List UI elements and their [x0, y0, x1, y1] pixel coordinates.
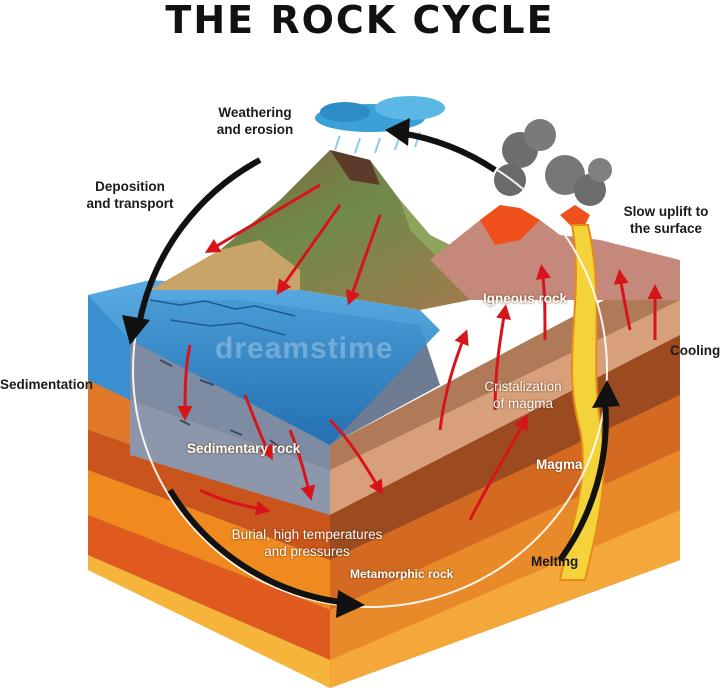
label-igneous-rock: Igneous rock	[483, 291, 568, 306]
label-weathering: Weathering and erosion	[216, 105, 294, 137]
label-sedimentation: Sedimentation	[0, 377, 94, 392]
label-crystalization: Cristalization of magma	[484, 379, 562, 411]
red-arrow-burial	[199, 488, 271, 516]
watermark: dreamstime	[215, 332, 394, 365]
red-arrow-sink-3	[288, 429, 316, 501]
arrow-melting	[557, 399, 609, 562]
arrow-burial-head	[336, 590, 365, 618]
volcano-smoke	[494, 119, 612, 206]
label-melting: Melting	[531, 554, 579, 569]
label-deposition: Deposition and transport	[86, 179, 174, 211]
label-sedimentary-rock: Sedimentary rock	[187, 441, 301, 456]
arrow-deposition-head	[122, 315, 150, 345]
red-arrow-sink-2	[243, 394, 273, 461]
cycle-circle	[132, 132, 608, 608]
ocean-water	[88, 280, 440, 445]
red-arrow-rise-1	[438, 329, 469, 431]
label-magma: Magma	[536, 457, 583, 472]
red-arrow-melt	[468, 414, 528, 521]
label-cooling: Cooling	[670, 343, 720, 358]
rain-cloud	[315, 96, 445, 154]
cycle-arrows	[122, 118, 620, 618]
page-title: THE ROCK CYCLE	[165, 0, 555, 42]
red-arrow-sink-1	[177, 344, 193, 421]
red-arrow-erosion-3	[345, 214, 382, 306]
label-metamorphic-rock: Metamorphic rock	[350, 567, 454, 581]
mountain	[150, 150, 470, 310]
arrow-melting-head	[592, 380, 620, 408]
red-arrow-uplift-1	[613, 269, 632, 331]
red-arrow-rise-2	[493, 304, 511, 411]
arrow-weathering	[399, 130, 497, 173]
red-arrow-sink-4	[328, 418, 384, 496]
arrow-deposition	[137, 157, 262, 321]
red-arrow-erosion-1	[204, 183, 321, 254]
label-burial: Burial, high temperatures and pressures	[231, 527, 383, 559]
label-uplift: Slow uplift to the surface	[623, 204, 709, 236]
arrow-weathering-head	[385, 118, 410, 146]
red-arrow-rise-3	[535, 264, 551, 341]
process-arrows	[177, 183, 663, 521]
arrow-burial	[167, 488, 341, 605]
red-arrow-erosion-2	[276, 204, 342, 295]
